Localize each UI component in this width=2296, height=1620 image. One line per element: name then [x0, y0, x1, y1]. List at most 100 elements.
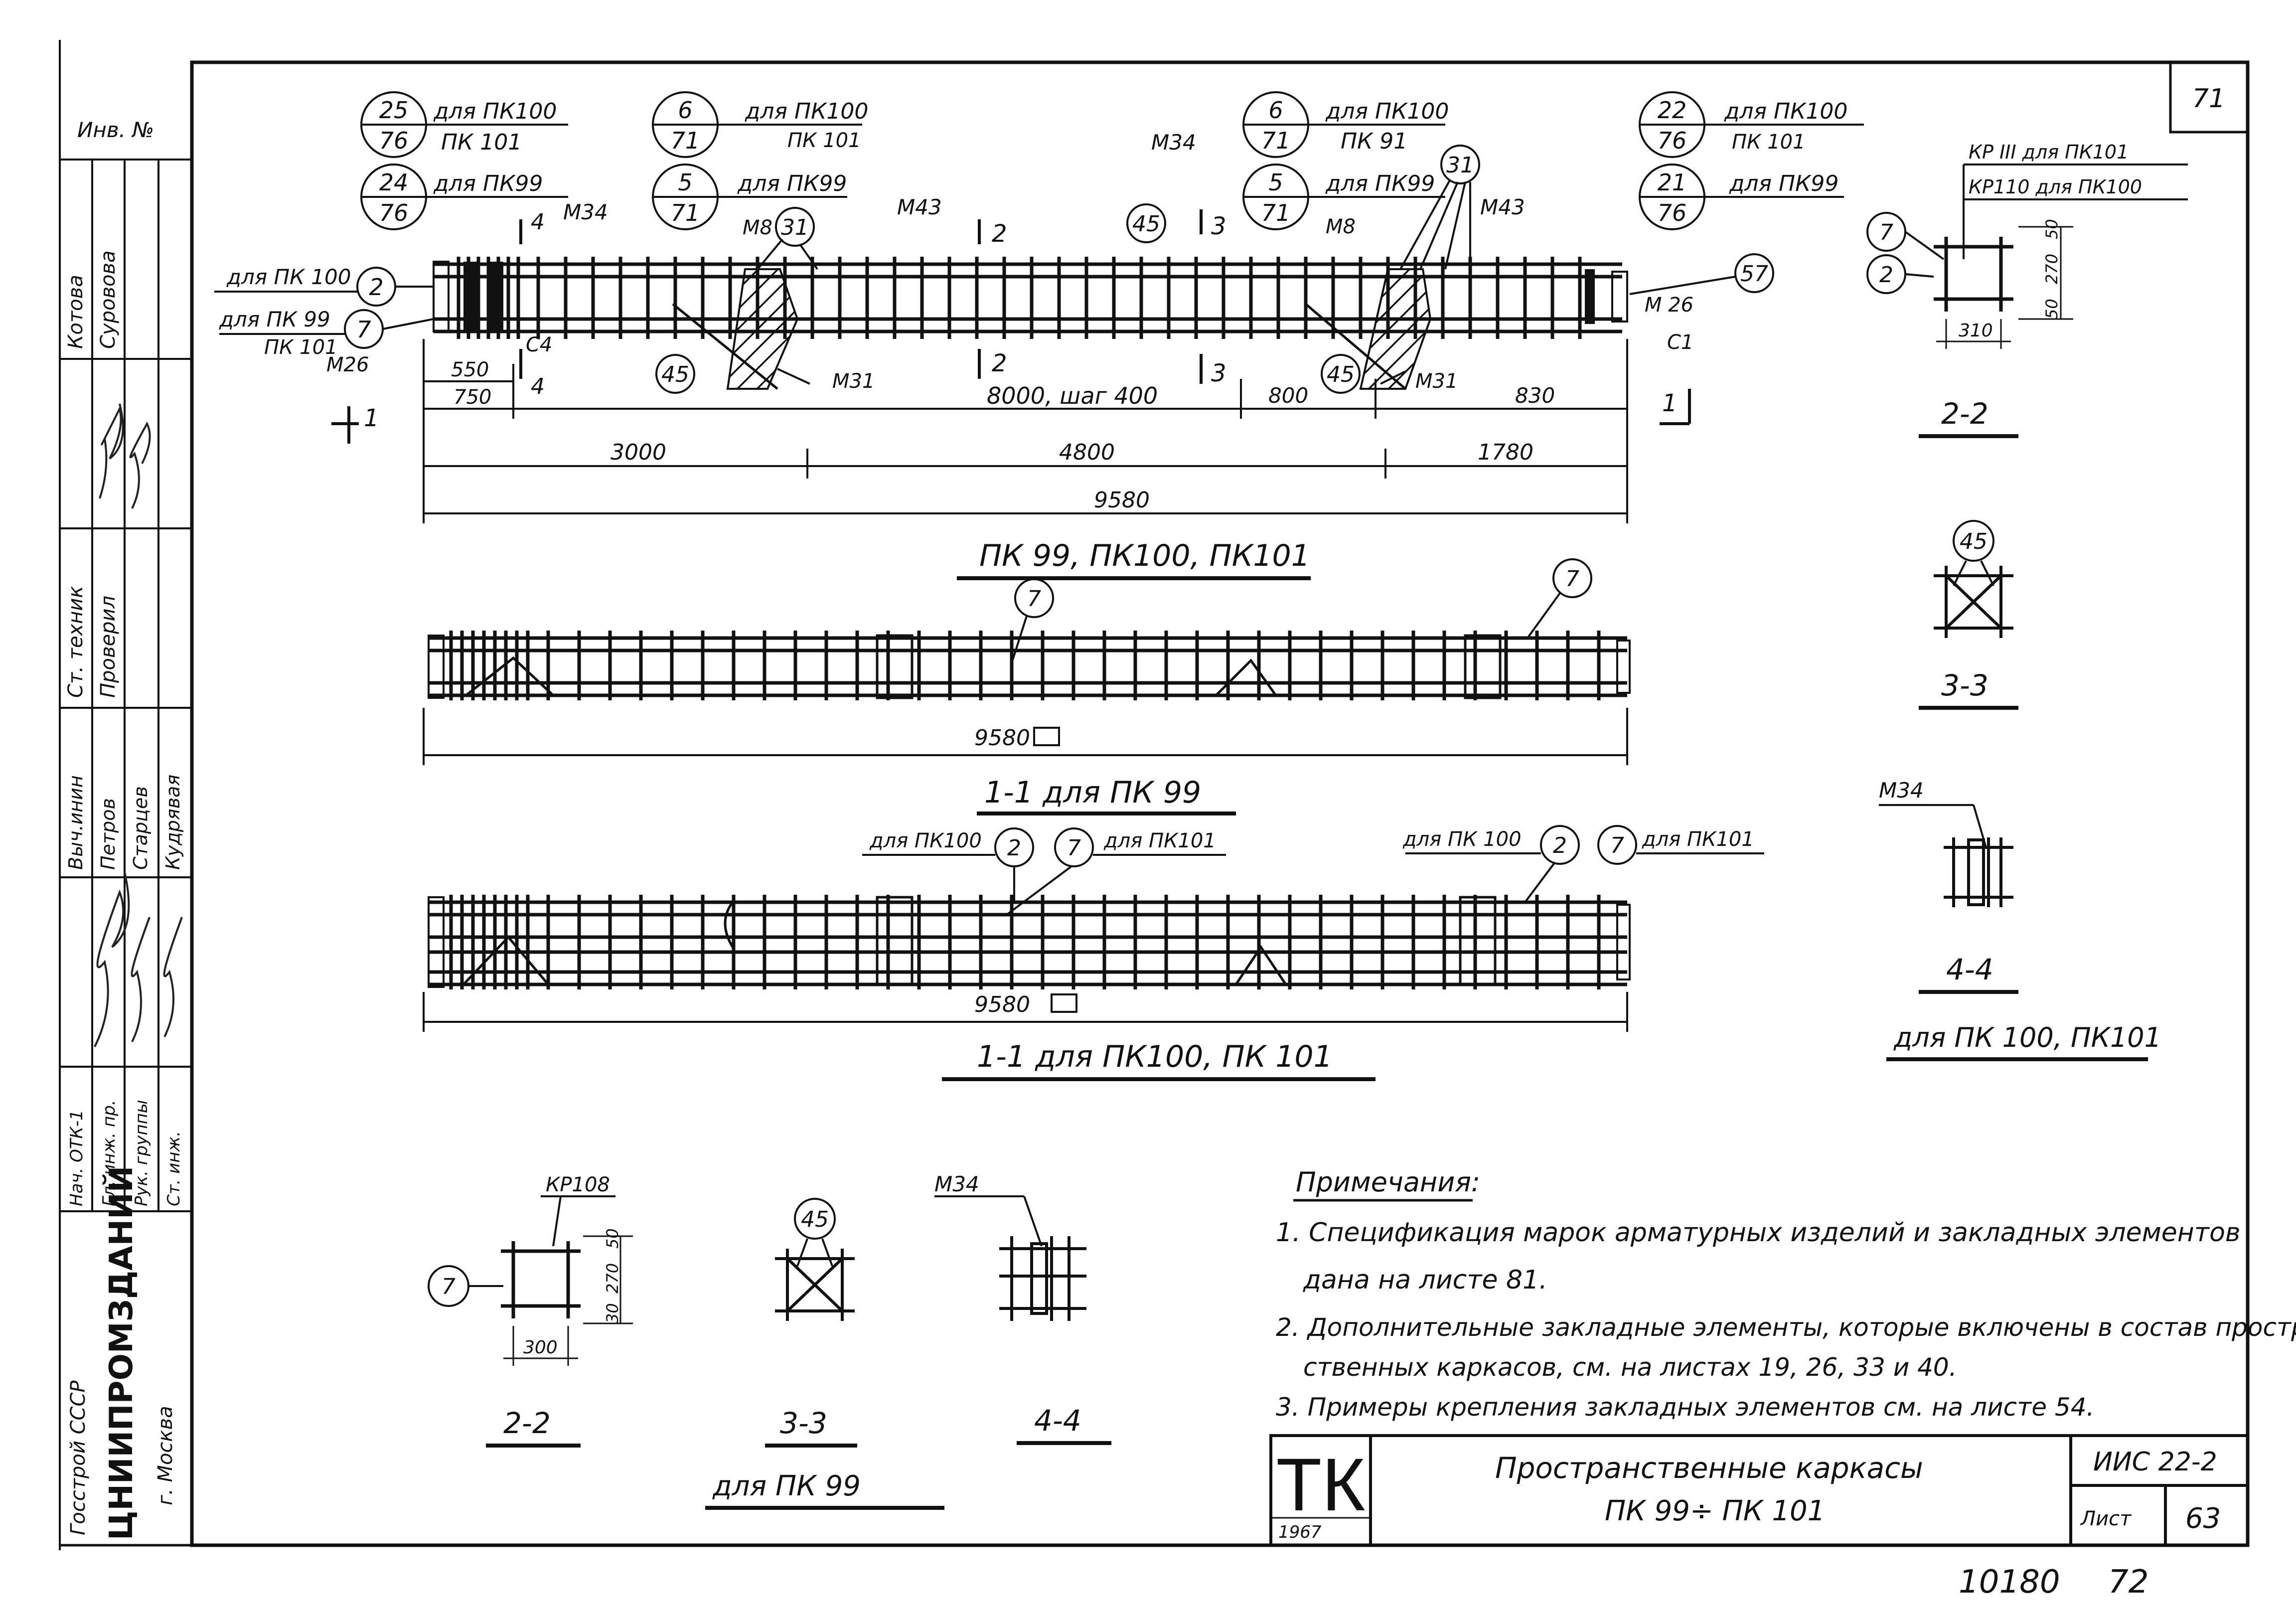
rs-d50b: 50 [2042, 299, 2061, 319]
callout-dla-pk99-d: для ПК99 [1729, 171, 1838, 196]
bs-d50: 50 [603, 1228, 622, 1249]
bs-cap44: 4-4 [1034, 1404, 1081, 1438]
org-city: г. Москва [154, 1406, 177, 1505]
bs-d300: 300 [523, 1337, 558, 1358]
main-n45-b: 45 [1327, 362, 1355, 387]
callout-5a: 5 [678, 169, 692, 196]
sheet-corner-box: 71 [2169, 61, 2249, 134]
sec3-bot: 3 [1211, 359, 1226, 387]
note-2a: 2. Дополнительные закладные элементы, ко… [1276, 1313, 2296, 1342]
main-m43-b: М43 [1480, 195, 1525, 219]
callout-pk101-a: ПК 101 [441, 130, 522, 155]
main-m34-b: М34 [1151, 130, 1196, 155]
main-c4: С4 [526, 333, 552, 356]
list-number: 63 [2185, 1502, 2221, 1535]
s100-n2-a: 2 [1007, 835, 1021, 861]
dim-550: 550 [451, 358, 489, 381]
callout-pk91: ПК 91 [1341, 129, 1407, 154]
s100-caption: 1-1 для ПК100, ПК 101 [977, 1039, 1333, 1074]
main-caption: ПК 99, ПК100, ПК101 [979, 538, 1310, 573]
callout-76c: 76 [1658, 127, 1687, 154]
main-c1: С1 [1667, 331, 1693, 354]
title-line2: ПК 99÷ ПК 101 [1605, 1495, 1825, 1527]
rs-caption-group: для ПК 100, ПК101 [1893, 1022, 2161, 1053]
main-inclined-bars [672, 268, 1432, 390]
s99-caption: 1-1 для ПК 99 [984, 775, 1201, 810]
sec1-right: 1 [1662, 389, 1678, 417]
main-pk101: ПК 101 [264, 336, 338, 359]
callout-71b: 71 [671, 199, 700, 226]
callout-71a: 71 [671, 127, 700, 154]
left-col2-name2: Проверил [97, 596, 120, 698]
left-col4-role1: Нач. ОТК-1 [67, 1110, 87, 1206]
left-col2-name1: Ст. техник [64, 586, 87, 698]
callout-dla-pk100-c: для ПК100 [1325, 99, 1449, 124]
dim-1780: 1780 [1478, 440, 1533, 465]
s100-dla-pk100-b: для ПК 100 [1402, 828, 1522, 851]
callout-pk101-c: ПК 101 [1732, 131, 1806, 154]
dim-3000: 3000 [611, 440, 666, 465]
signature-marks [94, 403, 183, 1047]
left-col4-role3: Рук. группы [132, 1100, 152, 1206]
left-col3-name1: Выч.инин [65, 775, 87, 870]
s100-dla-pk101-a: для ПК101 [1103, 829, 1216, 852]
rs-d50a: 50 [2042, 219, 2061, 239]
left-col3-name4: Кудрявая [162, 775, 184, 870]
callout-pk101-b: ПК 101 [787, 129, 861, 152]
main-n57: 57 [1740, 261, 1768, 287]
inv-number-label: Инв. № [77, 118, 154, 142]
org-tsniipromzdaniy: ЦНИИПРОМЗДАНИЙ [102, 1166, 140, 1540]
rs-m34: М34 [1879, 778, 1924, 803]
main-dimension-lines [423, 339, 1628, 523]
callout-76d: 76 [1658, 199, 1687, 226]
main-n45-c: 45 [1132, 211, 1160, 237]
callout-71c: 71 [1261, 127, 1291, 154]
callout-dla-pk100-a: для ПК100 [433, 99, 557, 124]
bs-m34: М34 [934, 1172, 979, 1196]
sheet-corner-number: 71 [2192, 84, 2225, 114]
rs-cap44: 4-4 [1946, 953, 1993, 986]
callouts-top [360, 91, 1864, 230]
callout-dla-pk99-c: для ПК99 [1325, 171, 1435, 196]
s99-n7-a: 7 [1027, 586, 1041, 612]
callout-24: 24 [379, 169, 409, 196]
rs-d310: 310 [1959, 321, 1993, 341]
main-m26-left: М26 [326, 353, 369, 376]
bottom-sections: КР108 7 50 270 30 300 2-2 45 3-3 [428, 1172, 1111, 1510]
list-label: Лист [2080, 1507, 2132, 1530]
callout-dla-pk100-b: для ПК100 [745, 99, 868, 124]
main-left-7: 7 [356, 316, 371, 343]
main-m43-a: М43 [897, 195, 942, 219]
notes-block: Примечания: 1. Спецификация марок армату… [1276, 1166, 2296, 1422]
s100-n7-b: 7 [1610, 833, 1624, 858]
notes-title: Примечания: [1296, 1166, 1480, 1198]
rs-n7: 7 [1879, 220, 1893, 245]
note-3: 3. Примеры крепления закладных элементов… [1276, 1393, 2094, 1422]
note-1b: дана на листе 81. [1303, 1265, 1547, 1295]
callout-25: 25 [379, 97, 409, 124]
note-1a: 1. Спецификация марок арматурных изделий… [1276, 1218, 2241, 1248]
callout-dla-pk99-a: для ПК99 [433, 171, 543, 196]
main-end-details [463, 262, 1595, 331]
s100-n2-b: 2 [1553, 833, 1567, 858]
callout-71d: 71 [1261, 199, 1291, 226]
callout-76a: 76 [379, 127, 409, 154]
s100-dla-pk101-b: для ПК101 [1642, 828, 1754, 851]
sec2-bot: 2 [992, 349, 1007, 377]
bs-cap22: 2-2 [503, 1406, 551, 1440]
dim-8000: 8000, шаг 400 [987, 382, 1158, 409]
callout-6b: 6 [1268, 97, 1283, 124]
left-title-block: Инв. № Котова Суровова Ст. техник Провер… [60, 118, 192, 1540]
sec2-top: 2 [992, 220, 1007, 248]
s100-n7-a: 7 [1067, 835, 1081, 861]
section-1-1-pk100: для ПК100 2 7 для ПК101 для ПК 100 2 7 д… [423, 825, 1764, 1081]
left-col4-role4: Ст. инж. [164, 1131, 184, 1206]
rs-kp111: КР III для ПК101 [1969, 141, 2129, 163]
dim-750: 750 [454, 386, 491, 409]
rs-kp110: КР110 для ПК100 [1969, 176, 2142, 198]
section-99-stirrups [449, 631, 1601, 700]
bs-d270: 270 [603, 1263, 622, 1294]
main-m31-b: М31 [1415, 370, 1458, 393]
bs-caption-group: для ПК 99 [712, 1470, 861, 1502]
